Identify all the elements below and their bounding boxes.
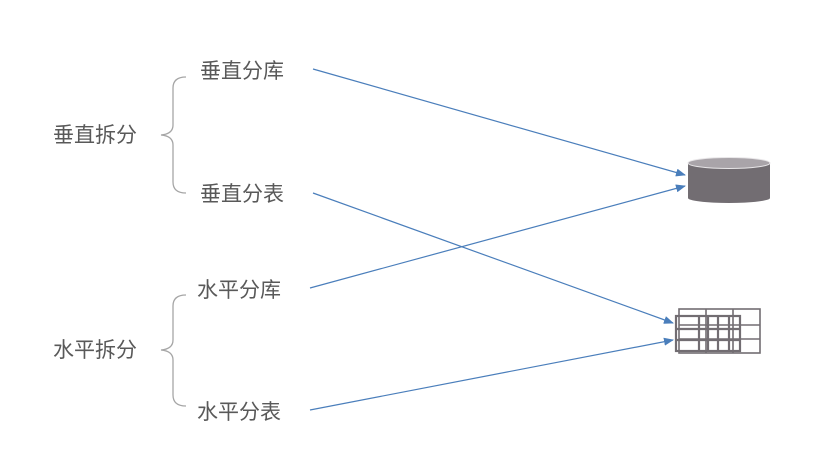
child-label-vertical-db: 垂直分库	[200, 59, 284, 83]
arrow-horizontal-db-to-database	[309, 184, 686, 289]
child-label-horizontal-db: 水平分库	[197, 278, 281, 302]
arrow-vertical-db-to-database	[312, 68, 686, 177]
arrow-horizontal-table-to-table	[309, 337, 674, 411]
arrow-vertical-table-to-table	[312, 192, 674, 324]
group-label-vertical-split: 垂直拆分	[53, 123, 137, 147]
brace-horizontal-split	[160, 294, 187, 407]
child-label-vertical-table: 垂直分表	[200, 182, 284, 206]
brace-vertical-split	[160, 76, 187, 194]
group-label-horizontal-split: 水平拆分	[53, 338, 137, 362]
child-label-horizontal-table: 水平分表	[197, 400, 281, 424]
database-icon	[687, 157, 771, 203]
table-icon	[674, 308, 761, 354]
